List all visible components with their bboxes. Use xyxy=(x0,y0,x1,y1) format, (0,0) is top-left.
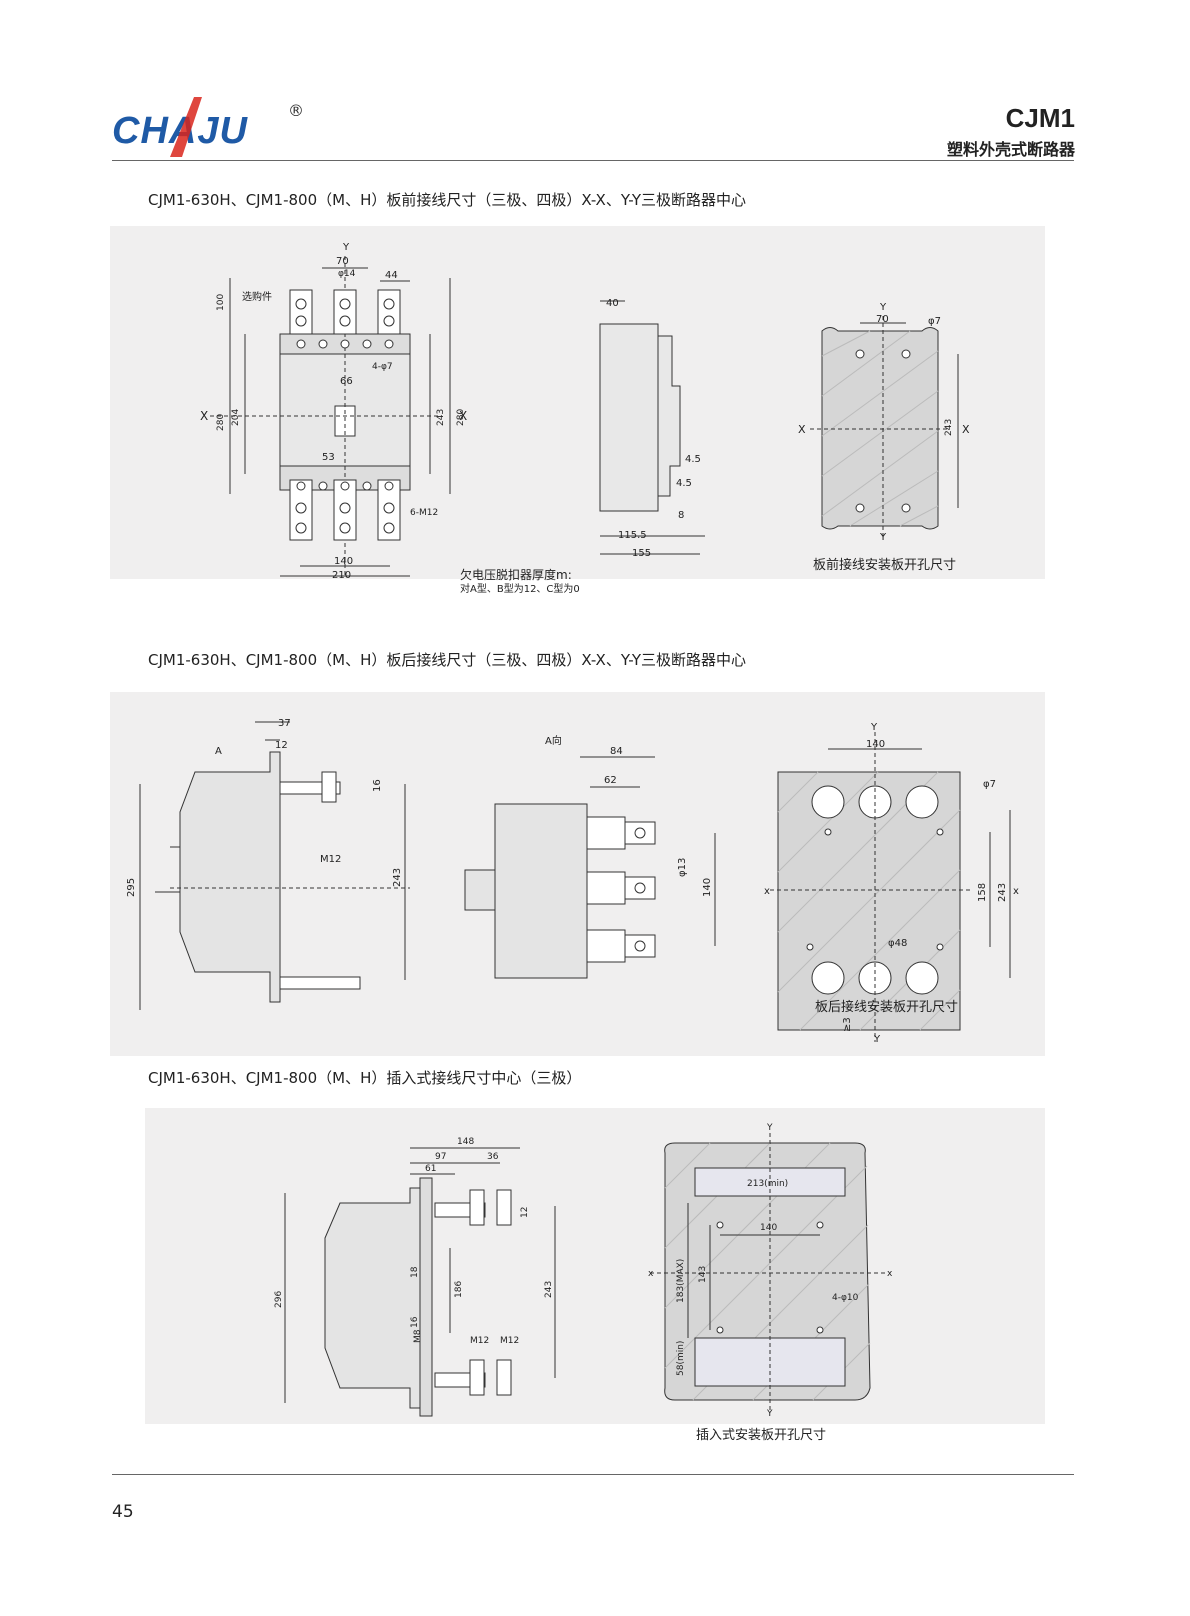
svg-text:213(min): 213(min) xyxy=(747,1179,788,1189)
svg-text:Y: Y xyxy=(879,302,887,313)
svg-text:84: 84 xyxy=(610,746,623,757)
svg-text:295: 295 xyxy=(126,878,137,897)
svg-text:280: 280 xyxy=(216,414,226,431)
svg-text:37: 37 xyxy=(278,718,291,729)
svg-text:243: 243 xyxy=(944,419,954,436)
svg-text:148: 148 xyxy=(457,1137,474,1147)
svg-text:70: 70 xyxy=(876,314,889,325)
svg-text:8: 8 xyxy=(678,510,684,521)
uv-release-note-body: 对A型、B型为12、C型为0 xyxy=(460,584,580,595)
section-title-front: CJM1-630H、CJM1-800（M、H）板前接线尺寸（三极、四极）X-X、… xyxy=(148,191,747,209)
svg-text:6-M12: 6-M12 xyxy=(410,508,438,518)
svg-text:140: 140 xyxy=(334,556,353,567)
svg-text:Y: Y xyxy=(766,1409,773,1419)
svg-text:x: x xyxy=(1013,886,1019,897)
svg-text:M8: M8 xyxy=(413,1329,423,1343)
svg-text:16: 16 xyxy=(372,779,383,792)
svg-text:243: 243 xyxy=(544,1281,554,1298)
svg-text:158: 158 xyxy=(977,883,988,902)
svg-text:140: 140 xyxy=(760,1223,777,1233)
footer-divider xyxy=(112,1474,1074,1475)
svg-text:243: 243 xyxy=(392,868,403,887)
svg-text:44: 44 xyxy=(385,270,398,281)
svg-text:280: 280 xyxy=(456,409,466,426)
svg-text:φ7: φ7 xyxy=(928,316,941,327)
svg-text:φ13: φ13 xyxy=(677,858,688,877)
drawing-plugin-connection: 148 97 36 61 12 296 18 186 243 16 M8 M12… xyxy=(145,1108,1045,1424)
svg-text:53: 53 xyxy=(322,452,335,463)
svg-text:4-φ10: 4-φ10 xyxy=(832,1293,859,1303)
svg-text:204: 204 xyxy=(231,409,241,426)
plugin-plate-caption: 插入式安装板开孔尺寸 xyxy=(696,1428,827,1443)
svg-text:97: 97 xyxy=(435,1152,446,1162)
product-subtitle: 塑料外壳式断路器 xyxy=(946,140,1075,159)
svg-text:Y: Y xyxy=(766,1123,773,1133)
svg-text:58(min): 58(min) xyxy=(676,1341,686,1376)
svg-text:M12: M12 xyxy=(320,854,341,865)
svg-text:X: X xyxy=(798,423,806,436)
svg-text:X: X xyxy=(962,423,970,436)
svg-text:M12: M12 xyxy=(470,1336,489,1346)
svg-text:61: 61 xyxy=(425,1164,436,1174)
svg-text:A向: A向 xyxy=(545,734,562,747)
svg-text:4.5: 4.5 xyxy=(685,454,701,465)
svg-text:62: 62 xyxy=(604,775,617,786)
front-plate-caption: 板前接线安装板开孔尺寸 xyxy=(813,558,957,573)
front-connection-svg: Y X X 选购件 70 44 φ14 4-φ7 6-M12 140 210 6… xyxy=(200,242,970,579)
svg-text:243: 243 xyxy=(997,883,1008,902)
svg-text:选购件: 选购件 xyxy=(242,290,272,303)
svg-text:140: 140 xyxy=(702,878,713,897)
svg-text:243: 243 xyxy=(436,409,446,426)
svg-text:12: 12 xyxy=(275,740,288,751)
brand-logo: CHAJU ® xyxy=(112,95,312,165)
svg-text:x: x xyxy=(764,886,770,897)
section-title-plugin: CJM1-630H、CJM1-800（M、H）插入式接线尺寸中心（三极） xyxy=(148,1069,582,1087)
svg-text:Y: Y xyxy=(870,722,878,733)
svg-text:183(MAX): 183(MAX) xyxy=(676,1259,686,1303)
logo-swoosh-icon xyxy=(170,97,202,157)
svg-text:16: 16 xyxy=(410,1316,420,1328)
svg-text:x: x xyxy=(887,1269,893,1279)
svg-text:143: 143 xyxy=(698,1266,708,1283)
svg-text:A: A xyxy=(215,746,222,757)
svg-text:Y: Y xyxy=(879,532,887,543)
svg-text:100: 100 xyxy=(216,294,226,311)
svg-text:210: 210 xyxy=(332,570,351,579)
rear-connection-svg: A 37 12 M12 295 243 16 A向 84 62 φ13 140 xyxy=(126,718,1019,1045)
section-title-rear: CJM1-630H、CJM1-800（M、H）板后接线尺寸（三极、四极）X-X、… xyxy=(148,651,747,669)
svg-text:φ48: φ48 xyxy=(888,938,907,949)
drawing-rear-connection: A 37 12 M12 295 243 16 A向 84 62 φ13 140 xyxy=(110,692,1045,1056)
svg-text:≥3: ≥3 xyxy=(842,1017,853,1032)
svg-text:18: 18 xyxy=(410,1266,420,1278)
header-divider xyxy=(112,160,1074,161)
svg-text:115.5: 115.5 xyxy=(618,530,647,541)
svg-text:M12: M12 xyxy=(500,1336,519,1346)
svg-text:66: 66 xyxy=(340,376,353,387)
svg-text:296: 296 xyxy=(274,1291,284,1308)
svg-text:70: 70 xyxy=(336,256,349,267)
svg-text:x: x xyxy=(648,1269,654,1279)
svg-text:φ7: φ7 xyxy=(983,779,996,790)
svg-text:186: 186 xyxy=(454,1281,464,1298)
product-model: CJM1 xyxy=(1005,103,1075,133)
uv-release-note-title: 欠电压脱扣器厚度m: xyxy=(460,568,572,582)
svg-text:155: 155 xyxy=(632,548,651,559)
svg-text:φ14: φ14 xyxy=(338,269,356,279)
plugin-connection-svg: 148 97 36 61 12 296 18 186 243 16 M8 M12… xyxy=(274,1123,893,1419)
svg-text:X: X xyxy=(200,409,208,423)
rear-plate-caption: 板后接线安装板开孔尺寸 xyxy=(815,1000,959,1015)
svg-text:12: 12 xyxy=(520,1207,530,1218)
svg-text:Y: Y xyxy=(873,1034,881,1045)
svg-text:140: 140 xyxy=(866,739,885,750)
page-number: 45 xyxy=(112,1502,134,1522)
svg-text:4.5: 4.5 xyxy=(676,478,692,489)
svg-text:40: 40 xyxy=(606,298,619,309)
svg-text:4-φ7: 4-φ7 xyxy=(372,362,393,372)
svg-text:Y: Y xyxy=(342,242,350,253)
registered-mark: ® xyxy=(288,101,304,120)
svg-text:X: X xyxy=(459,409,467,423)
drawing-front-connection: Y X X 选购件 70 44 φ14 4-φ7 6-M12 140 210 6… xyxy=(110,226,1045,582)
svg-text:36: 36 xyxy=(487,1152,499,1162)
